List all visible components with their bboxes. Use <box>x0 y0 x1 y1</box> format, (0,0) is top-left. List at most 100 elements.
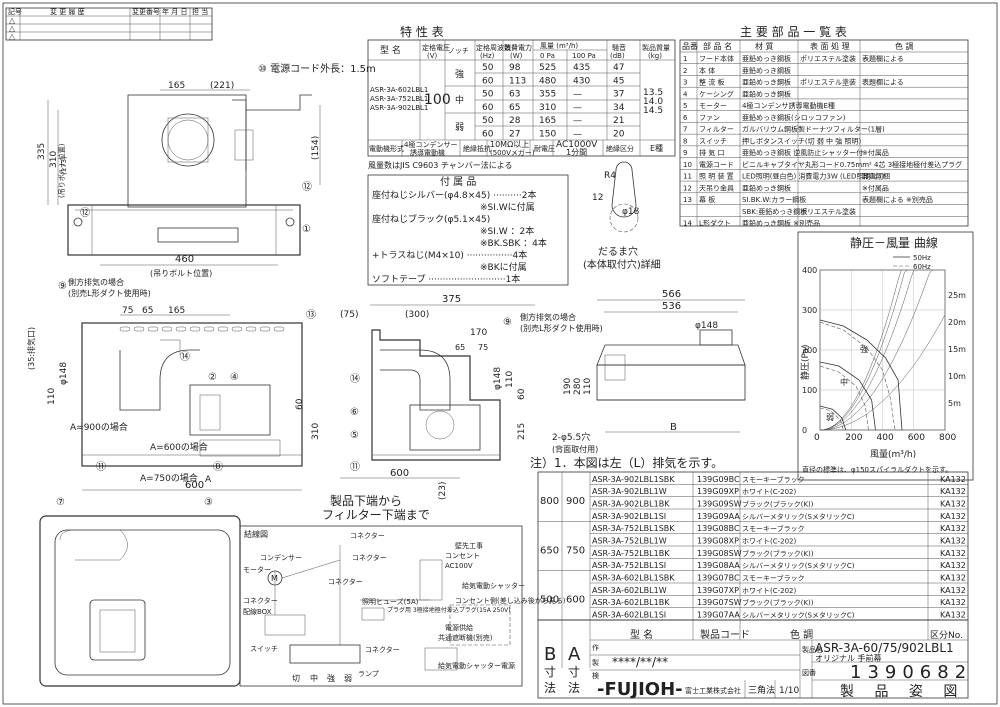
spec-cell: 45 <box>613 76 624 86</box>
parts-cell: 亜鉛めっき鋼板 <box>742 89 791 98</box>
parts-title: 主 要 部 品 一 覧 表 <box>740 24 847 39</box>
side-dim-600: 600 <box>185 480 204 491</box>
tb-sub: オリジナル 手前幕 <box>815 653 882 663</box>
spec-b5b: 1分間 <box>566 148 587 157</box>
mt-a-dim: A <box>568 644 581 665</box>
spec-notch-mid: 中 <box>455 94 464 106</box>
side-a900: A=900の場合 <box>70 421 128 433</box>
spec-cell: 435 <box>573 63 590 73</box>
side-balloon-11: ⑪ <box>96 461 106 473</box>
side-a750: A=750の場合 <box>140 472 198 484</box>
model-code: 139G09AA <box>697 512 740 521</box>
rv-dim-b: B <box>670 422 677 433</box>
spec-cell: 98 <box>509 63 521 73</box>
rv-dim-280: 280 <box>573 378 583 395</box>
rv-dim-148: φ148 <box>695 321 718 331</box>
right-view: 566 536 φ148 280 190 110 2-φ5.5穴 (背面取付用)… <box>530 289 746 470</box>
acc-line-1: ※SI.Wに付属 <box>480 202 535 213</box>
parts-cell: 1 <box>683 55 687 63</box>
rev-h0: 記号 <box>8 7 22 16</box>
front-view: ⑩ 電源コード外長：1.5m 165 (221) 335 310 (173) (… <box>37 62 376 278</box>
chart-xlabel: 風量(m³/h) <box>870 449 916 460</box>
chart-duct-label: 20m <box>948 318 966 327</box>
model-color: シルバーメタリック(SメタリックC) <box>742 611 855 620</box>
mid-dim-65: 65 <box>455 343 465 352</box>
chart-series-line <box>819 319 903 431</box>
model-color: ホワイト(C-202) <box>742 488 797 496</box>
mount-note-bottom: (吊りボルト位置) <box>150 268 212 278</box>
tb-l0: 作 <box>592 643 599 652</box>
keyhole-detail: R4 12 φ18 だるま穴 (本体取付穴)詳細 <box>583 161 661 271</box>
chart-series-line <box>819 361 876 431</box>
parts-cell: 表題欄による <box>862 78 904 87</box>
acc-line-5: +トラスねじ(M4×10) ················4本 <box>372 249 527 261</box>
parts-cell: ビニルキャブタイヤ丸形コード0.75mm² 4芯 3極接地極付差込プラグ <box>742 160 962 169</box>
chart-duct-label: 25m <box>948 291 966 300</box>
bottom-balloon-3: ③ <box>204 497 213 508</box>
parts-cell: 亜鉛めっき鋼板(シロッコファン) <box>742 113 846 122</box>
model-code: 139G09BC <box>697 475 740 484</box>
chart-y-tick: 300 <box>802 306 817 315</box>
spec-b2: 絶縁抵抗 <box>463 144 491 153</box>
spec-mass-3: 14.5 <box>643 106 663 116</box>
parts-cell: 12 <box>683 184 692 192</box>
keyhole-label: だるま穴 <box>598 245 638 258</box>
model-color: ブラック(ブラック(K)) <box>742 598 814 607</box>
model-no: KA132 <box>940 549 966 558</box>
tb-date: ****/**/** <box>612 655 668 669</box>
dim-154: (154) <box>311 136 321 160</box>
vent-slot <box>273 326 285 332</box>
model-color: スモーキーブラック <box>742 524 805 533</box>
tb-l2: 検 <box>592 671 599 680</box>
parts-cell: 排 気 口 <box>699 148 724 157</box>
motor-icon: M <box>271 574 278 583</box>
vent-slot <box>259 326 271 332</box>
spec-cell: 165 <box>539 116 556 126</box>
model-color: スモーキーブラック <box>742 475 805 484</box>
model-name: ASR-3A-602LBL1SI <box>592 611 666 620</box>
tb-number: 1390682 <box>850 662 972 683</box>
spec-cell: 525 <box>539 63 556 73</box>
spec-h-100pa: 100 Pa <box>572 52 596 60</box>
side-dim-a: A <box>205 475 212 485</box>
dim-460: 460 <box>175 254 194 265</box>
model-color: ホワイト(C-202) <box>742 538 797 546</box>
filter-note-2: フィルター下端まで <box>322 508 430 522</box>
spec-note: 風量数はJIS C9603 チャンバー法による <box>368 160 513 170</box>
model-code: 139G08BC <box>697 524 740 533</box>
model-a: 600 <box>566 595 585 606</box>
mid-balloon-9: ⑨ <box>503 317 512 328</box>
model-no: KA132 <box>940 537 966 546</box>
model-name: ASR-3A-602LBL1BK <box>592 598 670 607</box>
side-dim-65: 65 <box>142 306 153 316</box>
tb-brand: -FUJIOH- <box>597 679 683 700</box>
chart-x-tick: 200 <box>845 433 862 443</box>
model-code: 139G07BC <box>697 574 740 583</box>
balloon-1: ① <box>302 224 311 235</box>
rev-h4: 担 当 <box>192 7 208 16</box>
mt-h-code: 製品コード <box>700 628 750 641</box>
parts-cell: 亜鉛めっき鋼板 <box>742 78 791 87</box>
w-box: 配線BOX <box>243 607 272 616</box>
parts-cell: ケーシング <box>699 89 734 98</box>
model-color: シルバーメタリック(SメタリックC) <box>742 512 855 521</box>
mid-dim-215: 215 <box>517 423 527 440</box>
vent-slot <box>245 326 257 332</box>
side-35: (35:排気口) <box>26 327 36 370</box>
model-name: ASR-3A-902LBL1BK <box>592 500 670 509</box>
w-shutter: 給気電動シャッター <box>462 581 525 590</box>
accessories-box: 付 属 品 座付ねじシルバー(φ4.8×45) ··········2本 ※SI… <box>367 174 569 286</box>
parts-h3: 表 面 処 理 <box>810 41 850 51</box>
side-dim-310: 310 <box>311 423 321 440</box>
tb-l5: 図番 <box>802 669 816 677</box>
side-dim-110: 110 <box>47 388 57 405</box>
side-label-1: (別売L形ダクト使用時) <box>68 288 151 298</box>
mid-dim-148: φ148 <box>493 367 503 390</box>
parts-cell: L形ダクト <box>699 219 731 228</box>
w-sw-mid: 中 <box>310 673 318 683</box>
mid-dim-110: 110 <box>505 371 515 388</box>
tb-company: 富士工業株式会社 <box>685 686 741 695</box>
spec-h-noise: 騒音 <box>612 43 626 52</box>
wiring-diagram: 結線図 M コンデンサー コネクター モーター コネクター 配線BOX コネクタ… <box>239 525 566 687</box>
tb-model: ASR-3A-60/75/902LBL1 <box>815 641 954 655</box>
